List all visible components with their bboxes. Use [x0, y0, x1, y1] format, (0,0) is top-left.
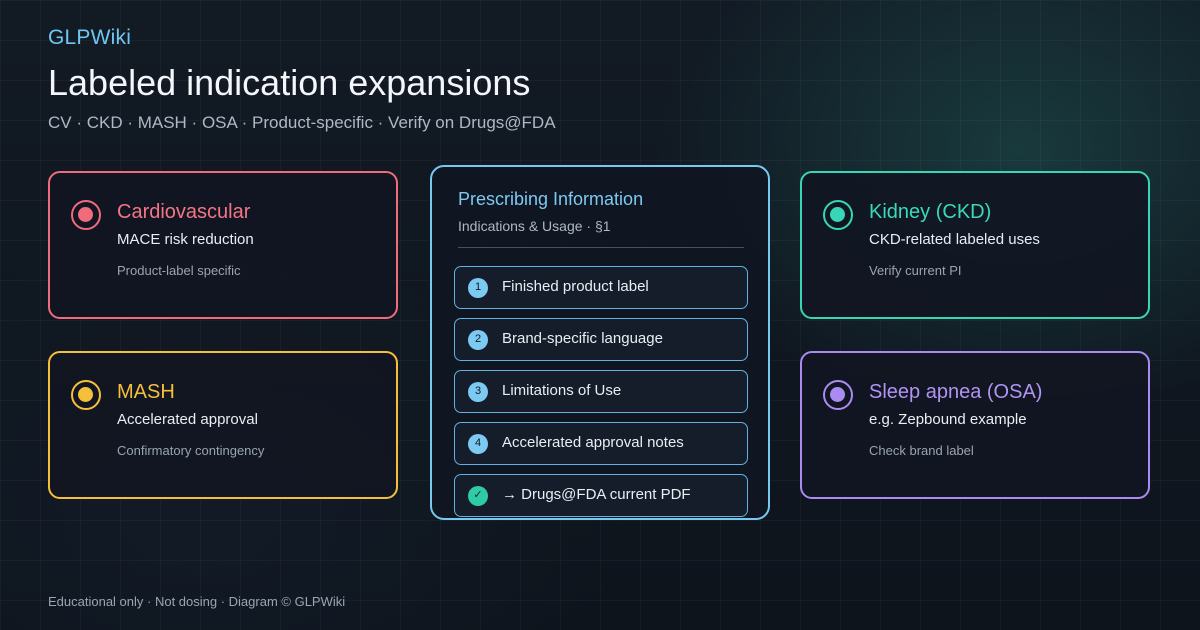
card-title: Cardiovascular — [117, 201, 251, 223]
target-dot-icon — [71, 200, 101, 230]
brand-name: GLPWiki — [48, 26, 132, 49]
pi-item-label: Accelerated approval notes — [502, 434, 684, 451]
step-number-icon: 4 — [468, 434, 488, 454]
pi-list-item: 3 Limitations of Use — [454, 370, 748, 413]
panel-title: Prescribing Information — [458, 189, 644, 209]
footer-note: Educational only · Not dosing · Diagram … — [48, 594, 346, 609]
card-subtitle: CKD-related labeled uses — [869, 231, 1040, 248]
pi-item-label: Brand-specific language — [502, 330, 663, 347]
page-subtitle: CV · CKD · MASH · OSA · Product-specific… — [48, 113, 556, 132]
card-note: Verify current PI — [869, 263, 962, 278]
card-subtitle: Accelerated approval — [117, 411, 258, 428]
card-title: Sleep apnea (OSA) — [869, 381, 1043, 403]
card-note: Confirmatory contingency — [117, 443, 265, 458]
card-title: MASH — [117, 381, 175, 403]
card-mash: MASH Accelerated approval Confirmatory c… — [48, 351, 398, 499]
card-sleep-apnea: Sleep apnea (OSA) e.g. Zepbound example … — [800, 351, 1150, 499]
card-note: Check brand label — [869, 443, 974, 458]
panel-subtitle: Indications & Usage · §1 — [458, 218, 611, 234]
pi-list-item: 4 Accelerated approval notes — [454, 422, 748, 465]
step-number-icon: 3 — [468, 382, 488, 402]
target-dot-icon — [71, 380, 101, 410]
card-kidney: Kidney (CKD) CKD-related labeled uses Ve… — [800, 171, 1150, 319]
page-title: Labeled indication expansions — [48, 62, 531, 103]
pi-item-label: Limitations of Use — [502, 382, 622, 399]
card-note: Product-label specific — [117, 263, 241, 278]
checkmark-icon: ✓ — [468, 486, 488, 506]
pi-list-item: 1 Finished product label — [454, 266, 748, 309]
card-title: Kidney (CKD) — [869, 201, 992, 223]
pi-item-label: → Drugs@FDA current PDF — [502, 486, 691, 503]
pi-list-item-drugs-fda: ✓ → Drugs@FDA current PDF — [454, 474, 748, 517]
step-number-icon: 1 — [468, 278, 488, 298]
target-dot-icon — [823, 380, 853, 410]
prescribing-information-panel: Prescribing Information Indications & Us… — [430, 165, 770, 520]
card-subtitle: MACE risk reduction — [117, 231, 254, 248]
divider — [458, 247, 744, 248]
pi-item-label: Finished product label — [502, 278, 649, 295]
target-dot-icon — [823, 200, 853, 230]
card-cardiovascular: Cardiovascular MACE risk reduction Produ… — [48, 171, 398, 319]
pi-list-item: 2 Brand-specific language — [454, 318, 748, 361]
step-number-icon: 2 — [468, 330, 488, 350]
card-subtitle: e.g. Zepbound example — [869, 411, 1027, 428]
